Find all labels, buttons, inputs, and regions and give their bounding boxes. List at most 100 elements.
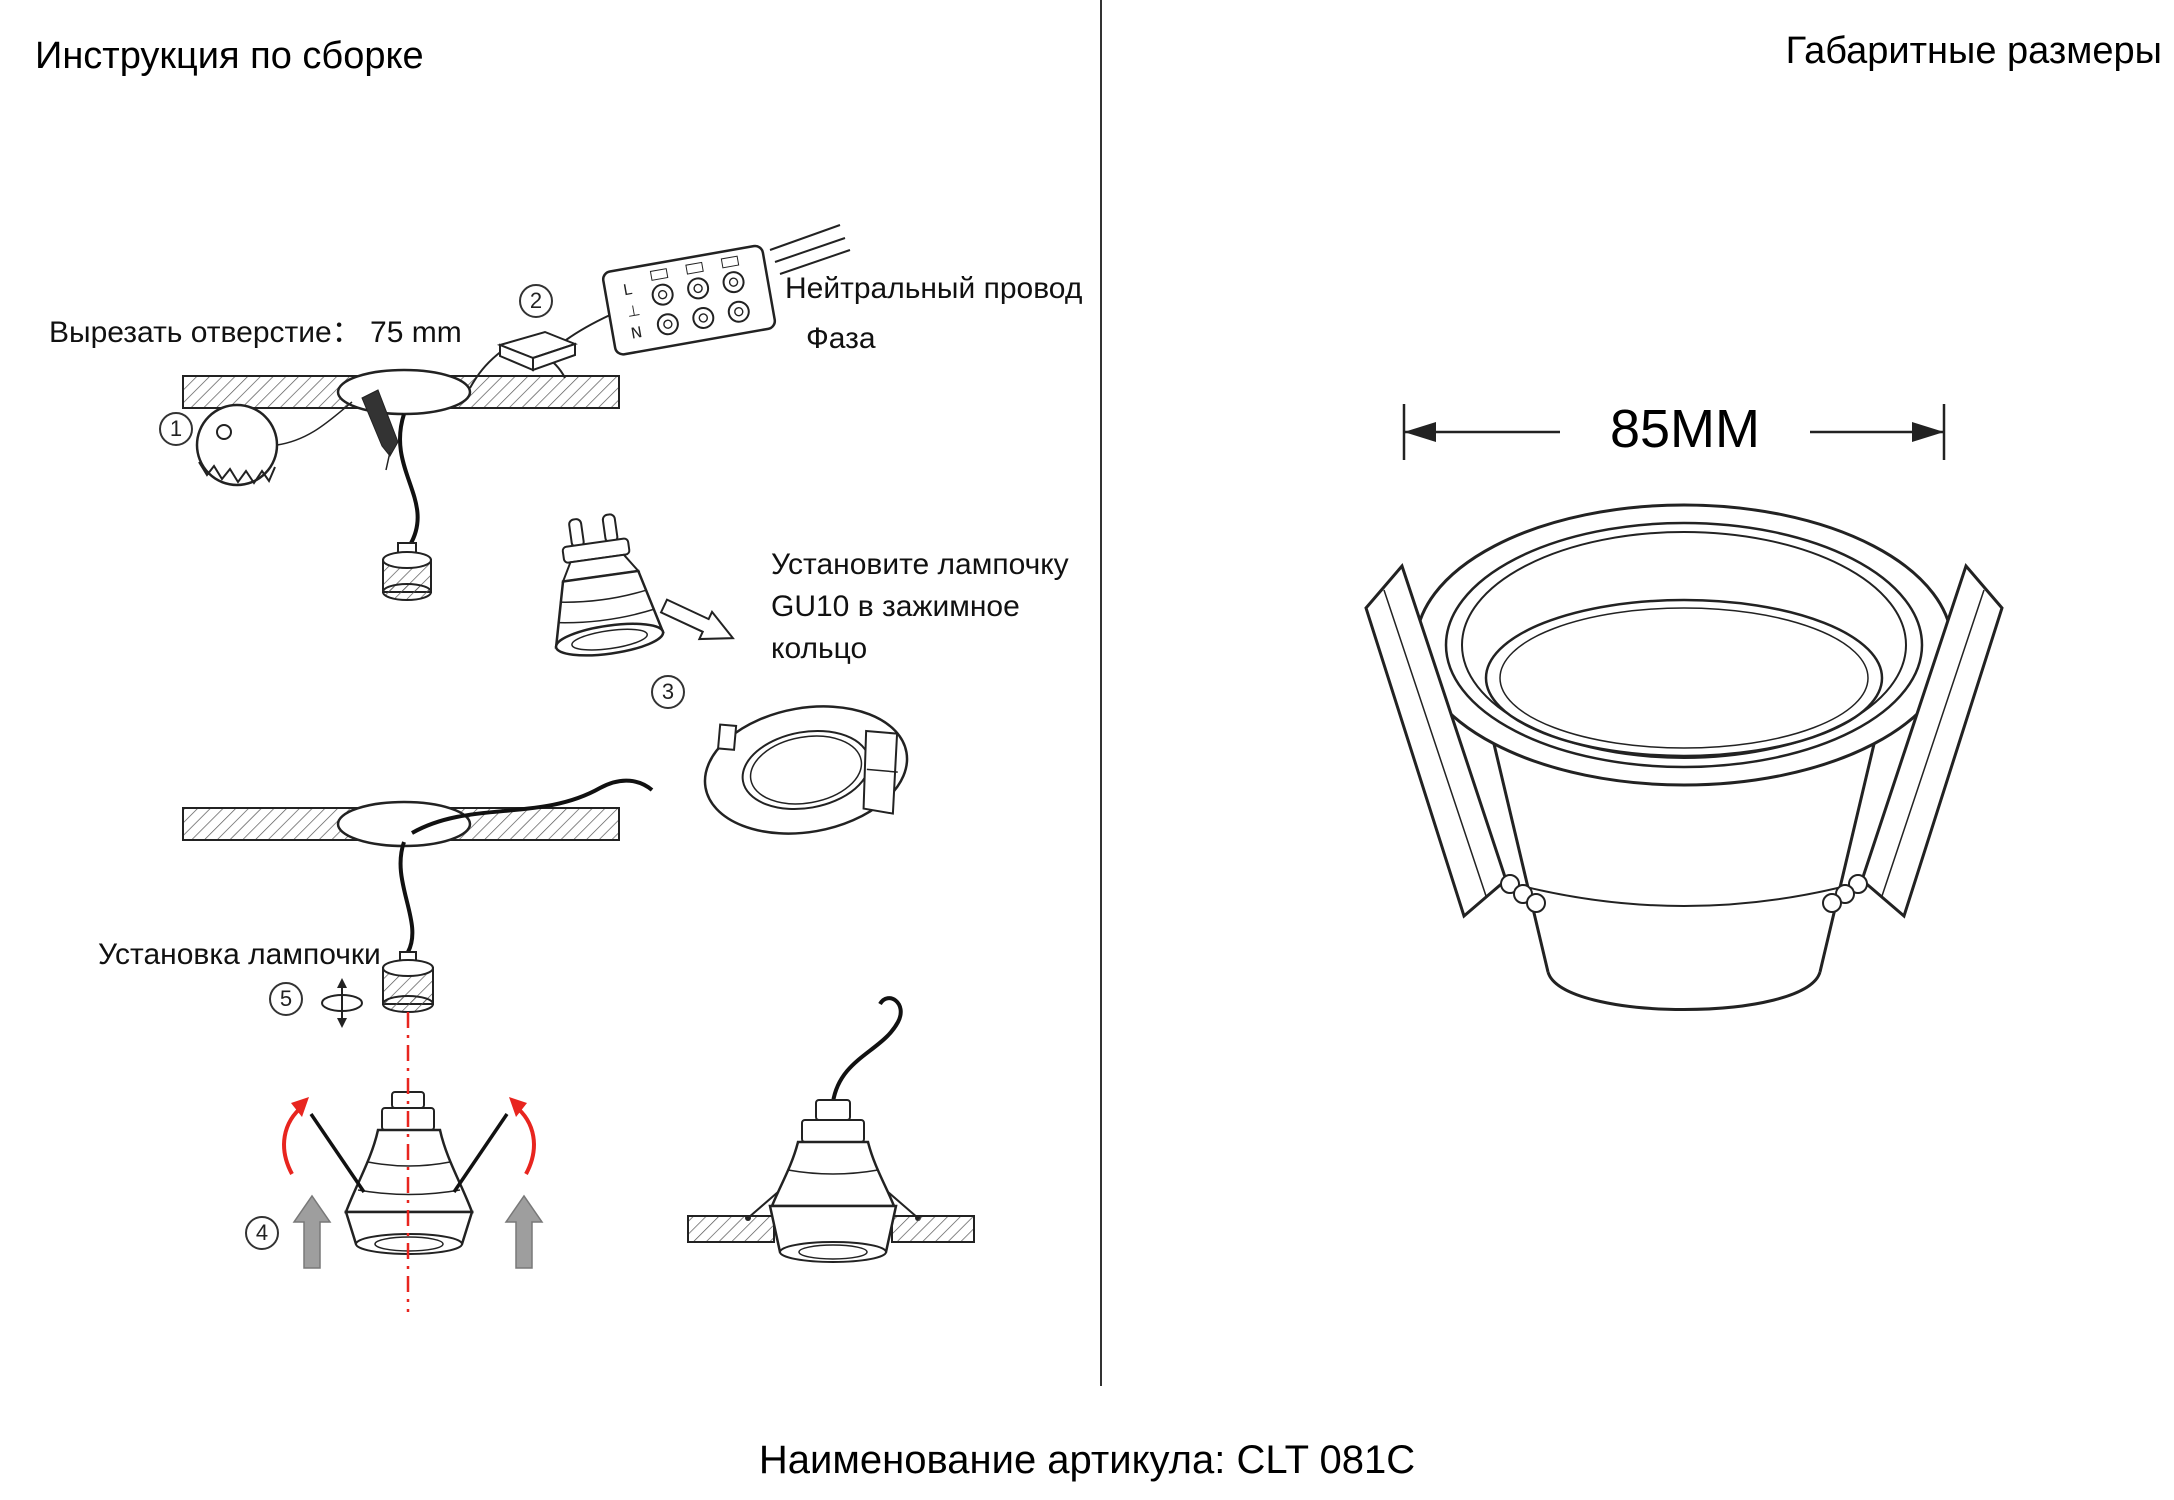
wire-port [722,271,745,294]
hole-saw-arbor [216,424,232,440]
gu10-face [554,622,665,657]
supply-wire [769,224,841,251]
dimension-85mm [1402,404,1946,460]
rim-lip [1461,531,1907,759]
hole-saw-teeth [198,461,276,485]
downlight-step4 [282,1091,544,1269]
test-port [720,255,740,269]
lamp-holder [391,1091,425,1109]
wire-port-inner [728,277,739,287]
lamp-bell [344,1128,474,1214]
step-number-5: 5 [269,982,303,1016]
wire-port-inner [698,313,709,323]
gray-up-arrow-left [292,1194,332,1269]
spring-clip-right [452,1113,509,1193]
bell-rib [357,1189,461,1196]
supply-wire-over-ceiling [411,778,654,835]
wire-port-inner [734,307,744,317]
body-seam [1521,885,1847,907]
rotate-disc-indicator [321,978,363,1028]
wire-port [651,283,674,306]
arrow-up [337,978,347,988]
terminal-mark-earth: ⊥ [626,301,642,321]
body-wall-right [1818,743,1876,973]
neutral-wire-label: Нейтральный провод [785,272,1083,305]
supply-wire [774,237,846,263]
gu10-face-inner [571,628,648,651]
inline-connector-right [532,342,576,372]
article-name-footer: Наименование артикула: CLT 081C [758,1438,1416,1482]
ring-tab [717,723,738,751]
page-title-left: Инструкция по сборке [35,35,424,77]
inline-connector [496,330,578,372]
column-divider [1100,0,1102,1386]
body-bottom [1546,971,1822,1011]
page-title-right: Габаритные размеры [1785,30,2162,72]
gu10-pin [601,513,619,544]
step5-install-lamp-text: Установка лампочки [98,938,381,971]
cut-hole [336,800,472,848]
ring-lip [749,735,863,805]
wire-port [727,300,750,323]
insert-arrow [659,598,735,641]
hole-saw [195,401,353,487]
spring-tab-left-slot [1383,589,1487,897]
connector-top [382,551,432,569]
test-port [649,268,669,281]
fixture-opening [798,1244,868,1260]
lamp-connector-1 [382,542,432,601]
step-number-3: 3 [651,675,685,709]
fixture-rib [787,1169,879,1175]
ceiling-panel-2 [182,800,620,848]
test-port [685,261,704,275]
bell-rib [367,1161,451,1167]
dim-arrow-left [1404,422,1436,442]
ring-clip-line [866,768,898,773]
spring-coil [1500,874,1520,894]
spring-coil [1822,893,1842,913]
gu10-lamp [554,513,665,657]
hollow-arrow [659,598,735,641]
interior-bottom-inner [1499,607,1869,749]
rim-inner-edge [1444,521,1924,769]
fixture-spring-left [747,1191,779,1219]
fixture-spring-right [887,1191,919,1219]
wire-1 [398,413,420,546]
step3-text: Установите лампочку GU10 в зажимное коль… [771,544,1091,670]
wire-from-hole [398,413,420,546]
spring-tab-right-slot [1881,589,1985,897]
cut-hole [336,368,472,416]
red-rotate-arrow-right [513,1104,536,1175]
fixture-3d [1364,503,2004,1011]
wires-step5 [398,778,654,953]
connector-top [382,959,434,977]
terminal-mark-l: L [622,280,634,299]
phase-label: Фаза [806,322,876,355]
wire-port [656,313,679,336]
fixture-holder [815,1099,851,1121]
block-to-connector-wire [565,314,611,341]
fixture-wire [831,996,903,1103]
spring-coil [1526,893,1546,913]
terminal-mark-n: N [629,323,643,343]
terminal-block: L ⊥ N [601,244,777,356]
step-number-2: 2 [519,284,553,318]
interior-bottom [1484,598,1884,758]
wire-to-connector [398,841,415,953]
red-arrowhead-left [291,1097,309,1117]
spring-coil [1848,874,1868,894]
step3-text-line3: кольцо [771,632,868,665]
outer-rim [1414,503,1954,787]
red-rotate-arrow-left [282,1104,305,1175]
ceiling-bar-right [891,1215,975,1243]
arrow-down [337,1018,347,1028]
wire-port-inner [657,289,668,300]
ring-clip [862,729,899,815]
fixture-base [801,1119,865,1143]
step1-cut-hole-text: Вырезать отверстие： 75 mm [49,316,462,349]
gu10-rib [557,608,655,624]
body-wall-left [1492,743,1550,973]
wire-port [687,277,710,300]
